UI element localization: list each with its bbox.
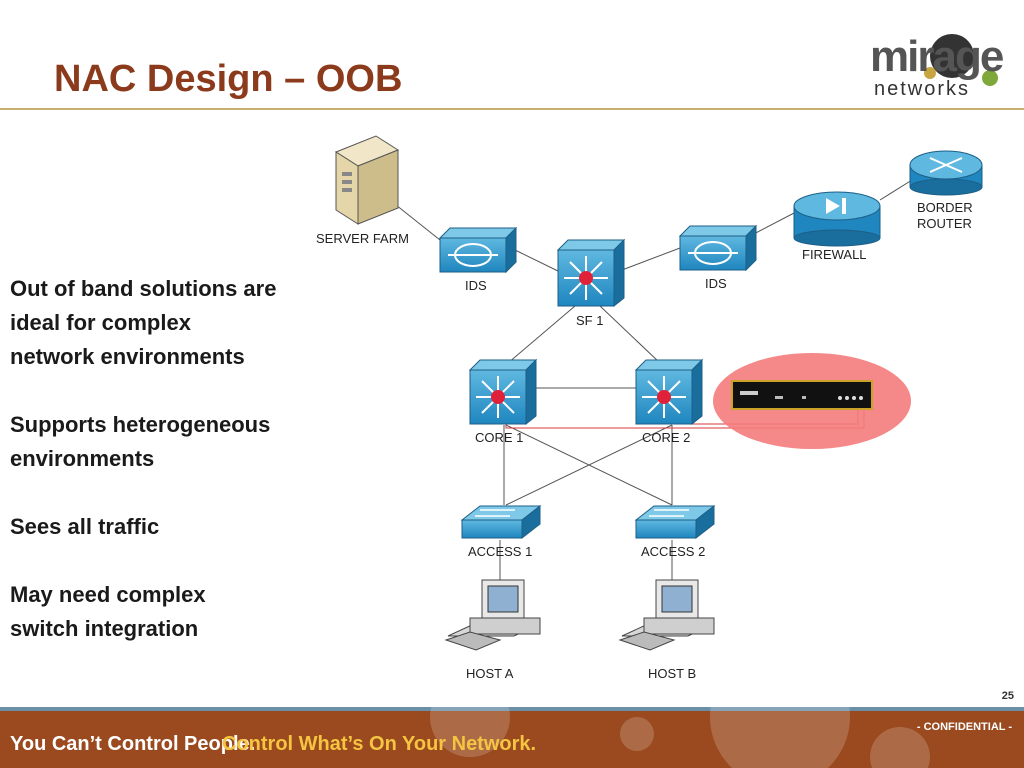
ids-right-icon: [678, 224, 758, 272]
footer-bar: You Can’t Control People. Control What’s…: [0, 707, 1024, 768]
footer-tagline-part1: You Can’t Control People.: [10, 733, 256, 755]
server-farm-label: SERVER FARM: [316, 231, 409, 246]
core2-label: CORE 2: [642, 430, 690, 445]
confidential-label: - CONFIDENTIAL -: [916, 721, 1012, 733]
border-router-label-line2: ROUTER: [917, 216, 972, 231]
border-router-icon: [909, 150, 983, 196]
bullet-item: Out of band solutions are ideal for comp…: [10, 276, 277, 369]
network-diagram: SERVER FARM IDS SF 1 IDS: [316, 135, 983, 681]
sf1-switch-icon: [556, 238, 626, 308]
footer-decoration: [620, 717, 654, 751]
ids-left-label: IDS: [465, 278, 487, 293]
sf1-label: SF 1: [576, 313, 603, 328]
access1-label: ACCESS 1: [468, 544, 532, 559]
logo-wordmark: mirage: [870, 32, 1004, 81]
access2-label: ACCESS 2: [641, 544, 705, 559]
ids-right-label: IDS: [705, 276, 727, 291]
footer-decoration: [710, 707, 850, 768]
title-divider: [0, 108, 1024, 110]
firewall-label: FIREWALL: [802, 247, 867, 262]
firewall-icon: [793, 191, 881, 247]
footer-tagline-part2: Control What’s On Your Network.: [222, 733, 537, 755]
border-router-label-line1: BORDER: [917, 200, 973, 215]
access2-switch-icon: [634, 504, 716, 540]
footer-accent-line: [0, 707, 1024, 711]
logo-mark: [924, 34, 998, 86]
bullet-list: Out of band solutions are ideal for comp…: [10, 272, 280, 680]
bullet-item: Supports heterogeneous environments: [10, 412, 271, 471]
footer-decoration: [870, 727, 930, 768]
ids-left-icon: [438, 226, 518, 274]
bullet-item: Sees all traffic: [10, 514, 160, 539]
nac-appliance: [731, 380, 873, 410]
server-farm-icon: [334, 135, 400, 225]
logo-subtitle: networks: [874, 78, 971, 100]
host-a-computer-icon: [444, 579, 541, 651]
mirage-networks-logo: mirage networks: [870, 18, 1010, 102]
host-b-label: HOST B: [648, 666, 696, 681]
core2-switch-icon: [634, 358, 704, 426]
core1-switch-icon: [468, 358, 538, 426]
connection-lines: [395, 179, 913, 585]
slide-title: NAC Design – OOB: [54, 58, 403, 100]
core1-label: CORE 1: [475, 430, 523, 445]
host-b-computer-icon: [618, 579, 715, 651]
access1-switch-icon: [460, 504, 542, 540]
host-a-label: HOST A: [466, 666, 514, 681]
page-number: 25: [1001, 690, 1014, 702]
bullet-item: May need complex switch integration: [10, 582, 206, 641]
